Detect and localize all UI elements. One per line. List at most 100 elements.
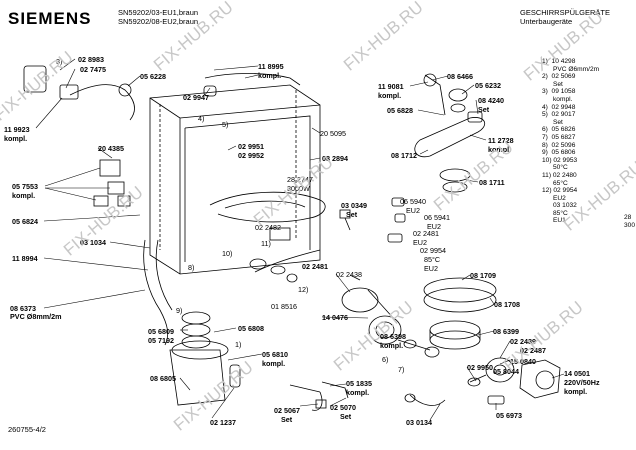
legend-line: 6) 05 6826 bbox=[542, 126, 576, 134]
part-label: 02 9947 bbox=[183, 93, 209, 102]
clipped-text-line: 300 bbox=[624, 222, 636, 229]
legend-line: 8) 02 5096 bbox=[542, 141, 576, 149]
legend-line: 65°C bbox=[542, 179, 568, 187]
part-label: 02 9954 bbox=[420, 246, 446, 255]
part-label: 9) bbox=[176, 306, 183, 315]
part-label: 05 6809 bbox=[148, 327, 174, 336]
part-label: 85°C bbox=[424, 255, 441, 264]
legend-line: PVC Ø6mm/2m bbox=[542, 65, 600, 73]
part-label: 6) bbox=[382, 355, 389, 364]
category-header: GESCHIRRSPÜLGERÄTE Unterbaugeräte bbox=[520, 8, 610, 26]
inlet-hose bbox=[69, 84, 135, 121]
part-label: 14 0476 bbox=[322, 313, 348, 322]
part-label: Set bbox=[478, 105, 490, 114]
part-label: 08 1711 bbox=[479, 178, 505, 187]
part-label: 02 5067 bbox=[274, 406, 300, 415]
part-label: 3000W bbox=[287, 184, 310, 193]
part-label: 8) bbox=[188, 263, 195, 272]
spray-arm bbox=[414, 73, 486, 193]
legend-line: Set bbox=[542, 118, 563, 126]
category-line-2: Unterbaugeräte bbox=[520, 17, 573, 26]
legend-line: 4) 02 9948 bbox=[542, 103, 576, 111]
part-label: 20 4385 bbox=[98, 144, 124, 153]
part-label: 3) bbox=[56, 57, 63, 66]
part-label: 05 7192 bbox=[148, 336, 174, 345]
leader-lines bbox=[35, 58, 565, 421]
legend-line: 2) 02 5069 bbox=[542, 73, 576, 81]
part-label: 1) bbox=[235, 340, 242, 349]
part-label: 02 2481 bbox=[413, 229, 439, 238]
part-label: 05 1835 bbox=[346, 379, 372, 388]
part-label: Set bbox=[346, 210, 358, 219]
part-label: 05 6232 bbox=[475, 81, 501, 90]
part-label: 08 6466 bbox=[447, 72, 473, 81]
part-label: 06 5940 bbox=[400, 197, 426, 206]
legend-line: 3) 09 1058 bbox=[542, 88, 576, 96]
part-label: kompl. bbox=[380, 341, 404, 350]
part-label: EU2 bbox=[427, 222, 441, 231]
part-label: 02 9952 bbox=[238, 151, 264, 160]
model-line-1: SN59202/03-EU1,braun bbox=[118, 8, 199, 17]
legend-line: 10) 02 9953 bbox=[542, 156, 578, 164]
legend-line: 9) 05 6806 bbox=[542, 149, 576, 157]
part-label: 7) bbox=[398, 365, 405, 374]
part-label: Set bbox=[281, 415, 293, 424]
part-label: 08 2894 bbox=[322, 154, 348, 163]
part-label: 28 2747 bbox=[287, 175, 313, 184]
part-label: 08 6373 bbox=[10, 304, 36, 313]
part-label: 05 6228 bbox=[140, 72, 166, 81]
part-label: 4) bbox=[198, 114, 205, 123]
part-label: 02 2481 bbox=[302, 262, 328, 271]
filter-assembly bbox=[423, 277, 497, 350]
part-label: kompl. bbox=[488, 145, 512, 154]
part-label: 11) bbox=[261, 239, 271, 248]
part-label: 12) bbox=[298, 285, 309, 294]
heater-element bbox=[209, 191, 326, 223]
part-label: Set bbox=[340, 412, 352, 421]
part-label: kompl. bbox=[4, 134, 28, 143]
legend-line: kompl. bbox=[542, 95, 573, 103]
part-label: 08 1708 bbox=[494, 300, 520, 309]
part-label: 06 5941 bbox=[424, 213, 450, 222]
part-label: 02 9951 bbox=[238, 142, 264, 151]
part-label: 02 2482 bbox=[255, 223, 281, 232]
part-label: 08 6805 bbox=[150, 374, 176, 383]
part-label: kompl. bbox=[346, 388, 370, 397]
part-label: 01 8516 bbox=[271, 302, 297, 311]
brand-logo: SIEMENS bbox=[8, 9, 92, 28]
part-label: 05 6810 bbox=[262, 350, 288, 359]
part-label: 5) bbox=[222, 120, 229, 129]
part-label: 11 8994 bbox=[12, 254, 38, 263]
part-label: kompl. bbox=[262, 359, 286, 368]
part-label: 02 2487 bbox=[520, 346, 546, 355]
part-label: 14 0501 bbox=[564, 369, 590, 378]
circulation-pump bbox=[341, 287, 440, 358]
part-label: EU2 bbox=[424, 264, 438, 273]
model-line-2: SN59202/08-EU2,braun bbox=[118, 17, 199, 26]
part-label: kompl. bbox=[258, 71, 282, 80]
part-label: 02 2489 bbox=[510, 337, 536, 346]
part-label: 03 0349 bbox=[341, 201, 367, 210]
part-label: 05 6828 bbox=[387, 106, 413, 115]
part-label: 08 6399 bbox=[493, 327, 519, 336]
part-label: 02 5070 bbox=[330, 403, 356, 412]
part-label: kompl. bbox=[378, 91, 402, 100]
part-label: 05 6808 bbox=[238, 324, 264, 333]
legend-line: 85°C bbox=[542, 209, 568, 217]
part-label: 05 6973 bbox=[496, 411, 522, 420]
part-label: 02 9950 bbox=[467, 363, 493, 372]
part-label: 02 8983 bbox=[78, 55, 104, 64]
clipped-text-line: 28 bbox=[624, 214, 632, 221]
model-numbers: SN59202/03-EU1,braun SN59202/08-EU2,brau… bbox=[118, 8, 198, 26]
part-label: kompl. bbox=[564, 387, 588, 396]
part-label: 08 1712 bbox=[391, 151, 417, 160]
part-label: 02 1237 bbox=[210, 418, 236, 427]
tub-frame bbox=[149, 84, 321, 275]
legend-line: 03 1032 bbox=[542, 202, 577, 210]
part-label: 220V/50Hz bbox=[564, 378, 600, 387]
part-label: kompl. bbox=[12, 191, 36, 200]
part-label: 08 6398 bbox=[380, 332, 406, 341]
part-label: 11 2728 bbox=[488, 136, 514, 145]
part-label: 05 7553 bbox=[12, 182, 38, 191]
